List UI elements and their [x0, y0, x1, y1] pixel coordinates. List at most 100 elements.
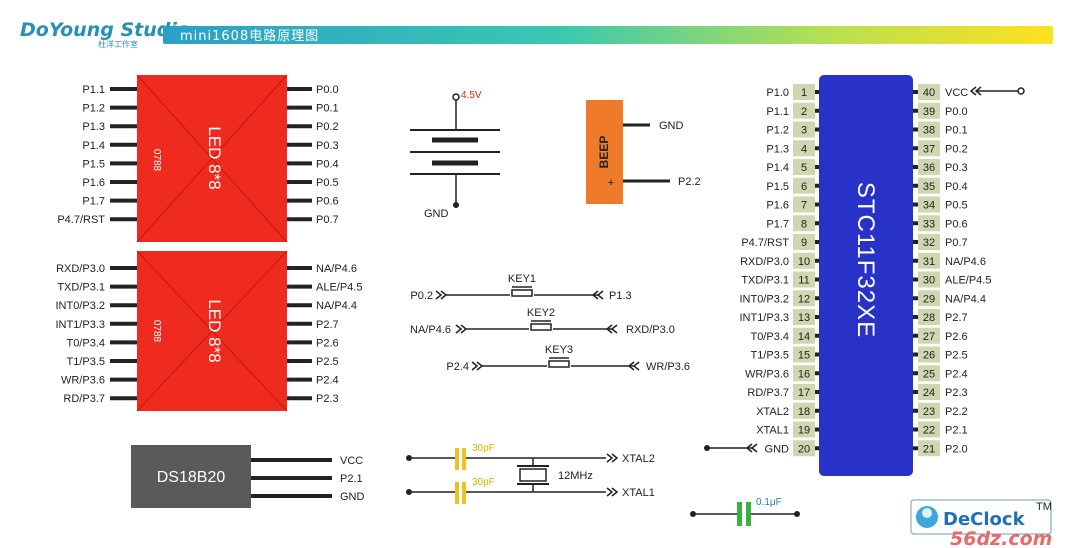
mcu-pin-name: T0/P3.4: [750, 331, 789, 343]
mcu-pin-box: [793, 215, 815, 232]
mcu-pin-name: VCC: [945, 87, 968, 99]
mcu-pin-number: 22: [923, 425, 935, 437]
led-matrix-2-right-pin: P2.7: [316, 319, 339, 331]
mcu-pin-box: [918, 384, 940, 400]
mcu-pin-name: P1.1: [766, 106, 789, 118]
mcu-pin-number: 11: [798, 275, 809, 287]
mcu-pin-box: [793, 102, 815, 119]
mcu-pin-box: [793, 177, 815, 194]
mcu-pin-name: P2.0: [945, 443, 968, 455]
mcu-pin-box: [793, 140, 815, 157]
mcu-pin-number: 29: [923, 293, 935, 305]
led-matrix-1-left-pin: P1.6: [82, 177, 105, 189]
mcu-pin-name: P1.7: [766, 218, 789, 230]
mcu-pin-name: P2.2: [945, 406, 968, 418]
mcu-pin-box: [793, 196, 815, 213]
mcu-body: [819, 75, 913, 476]
decoupling-capacitor: 0.1μF: [690, 497, 800, 526]
led-matrix-2-right-pin: P2.4: [316, 375, 339, 387]
crystal-body: [519, 468, 547, 482]
key-right-pin: P1.3: [609, 290, 632, 302]
crystal-xtal1-label: XTAL1: [622, 487, 655, 499]
led-matrix-1-left-pin: P1.4: [82, 140, 105, 152]
crystal-circuit: 30pF 30pF XTAL2 XTAL1 12MHz: [406, 443, 655, 504]
led-matrix-1-left-pin: P1.2: [82, 103, 105, 115]
mcu-pin-box: [918, 327, 940, 344]
mcu-pin-box: [918, 421, 940, 438]
mcu-pin-number: 8: [801, 218, 807, 230]
key-left-pin: P0.2: [410, 290, 433, 302]
beeper-pin-label: P2.2: [678, 176, 701, 188]
mcu-pin-box: [793, 327, 815, 344]
mcu-pin-number: 31: [923, 256, 935, 268]
mcu-pin-number: 40: [923, 87, 935, 99]
led-matrix-2-right-pin: NA/P4.6: [316, 263, 357, 275]
mcu-pin-number: 5: [801, 162, 807, 174]
mcu-pin-box: [918, 309, 940, 325]
mcu-pin-box: [918, 196, 940, 213]
mcu-pin-box: [918, 215, 940, 232]
mcu-pin-number: 32: [923, 237, 935, 249]
key-name: KEY3: [545, 344, 573, 356]
mcu-pin-number: 23: [923, 406, 935, 418]
mcu-pin-number: 35: [923, 181, 935, 193]
mcu-pin-box: [918, 402, 940, 419]
led-matrix-1: P1.1P1.2P1.3P1.4P1.5P1.6P1.7P4.7/RSTP0.0…: [57, 74, 339, 243]
led-matrix-2-right-pin: NA/P4.4: [316, 300, 357, 312]
mcu-pin-number: 4: [801, 143, 807, 155]
mcu-pin-name: XTAL1: [756, 425, 789, 437]
mcu-pin-number: 6: [801, 181, 807, 193]
mcu-pin-box: [793, 384, 815, 400]
mcu-pin-number: 20: [798, 443, 810, 455]
led-matrix-1-right-pin: P0.7: [316, 214, 339, 226]
mcu-pin-name: P1.5: [766, 181, 789, 193]
crystal-frequency: 12MHz: [558, 470, 593, 482]
mcu-pin-number: 15: [798, 350, 810, 362]
mcu-pin-number: 12: [798, 293, 810, 305]
mcu-pin-number: 1: [801, 87, 807, 99]
led-matrix-1-right-pin: P0.3: [316, 140, 339, 152]
led-matrix-2-left-pin: INT0/P3.2: [55, 300, 105, 312]
led-matrix-2-right-pin: P2.3: [316, 393, 339, 405]
mcu-pin-number: 10: [798, 256, 810, 268]
mcu-pin-name: P1.4: [766, 162, 789, 174]
mcu-pin-number: 18: [798, 406, 810, 418]
battery-symbol: 4.5V GND: [410, 90, 500, 220]
beeper: BEEP + GND P2.2: [586, 100, 701, 204]
key-name: KEY1: [508, 273, 536, 285]
mcu-pin-name: RD/P3.7: [747, 387, 789, 399]
mcu-pin-number: 9: [801, 237, 807, 249]
mcu-pin-number: 2: [801, 106, 807, 118]
mcu-pin-box: [918, 102, 940, 119]
led-matrix-1-left-pin: P4.7/RST: [57, 214, 105, 226]
mcu-pin-box: [793, 252, 815, 269]
mcu-pin-number: 26: [923, 350, 935, 362]
mcu-pin-name: P2.3: [945, 387, 968, 399]
mcu-pin-name: P0.3: [945, 162, 968, 174]
mcu-pin-box: [918, 234, 940, 250]
capacitor-2: [455, 482, 459, 504]
watermark: 56dz.com: [950, 528, 1052, 548]
mcu-pin-name: P0.6: [945, 218, 968, 230]
declock-logo-text: DeClock: [943, 509, 1026, 530]
ds18b20-pin: VCC: [340, 455, 363, 467]
led-matrix-1-code: 0788: [151, 149, 162, 172]
mcu-pin-name: P2.1: [945, 425, 968, 437]
mcu-pin-box: [918, 271, 940, 288]
mcu-pin-name: P0.4: [945, 181, 968, 193]
mcu-pin-name: P2.6: [945, 331, 968, 343]
mcu-pin-box: [793, 290, 815, 307]
led-matrix-2-left-pin: T0/P3.4: [66, 337, 105, 349]
mcu-pin-name: P1.6: [766, 200, 789, 212]
mcu-pin-box: [793, 402, 815, 419]
ds18b20-pin: P2.1: [340, 473, 363, 485]
led-matrix-2-left-pin: WR/P3.6: [61, 375, 105, 387]
mcu-pin-name: WR/P3.6: [745, 368, 789, 380]
declock-tm: TM: [1036, 501, 1052, 513]
led-matrix-2-left-pin: INT1/P3.3: [55, 319, 105, 331]
